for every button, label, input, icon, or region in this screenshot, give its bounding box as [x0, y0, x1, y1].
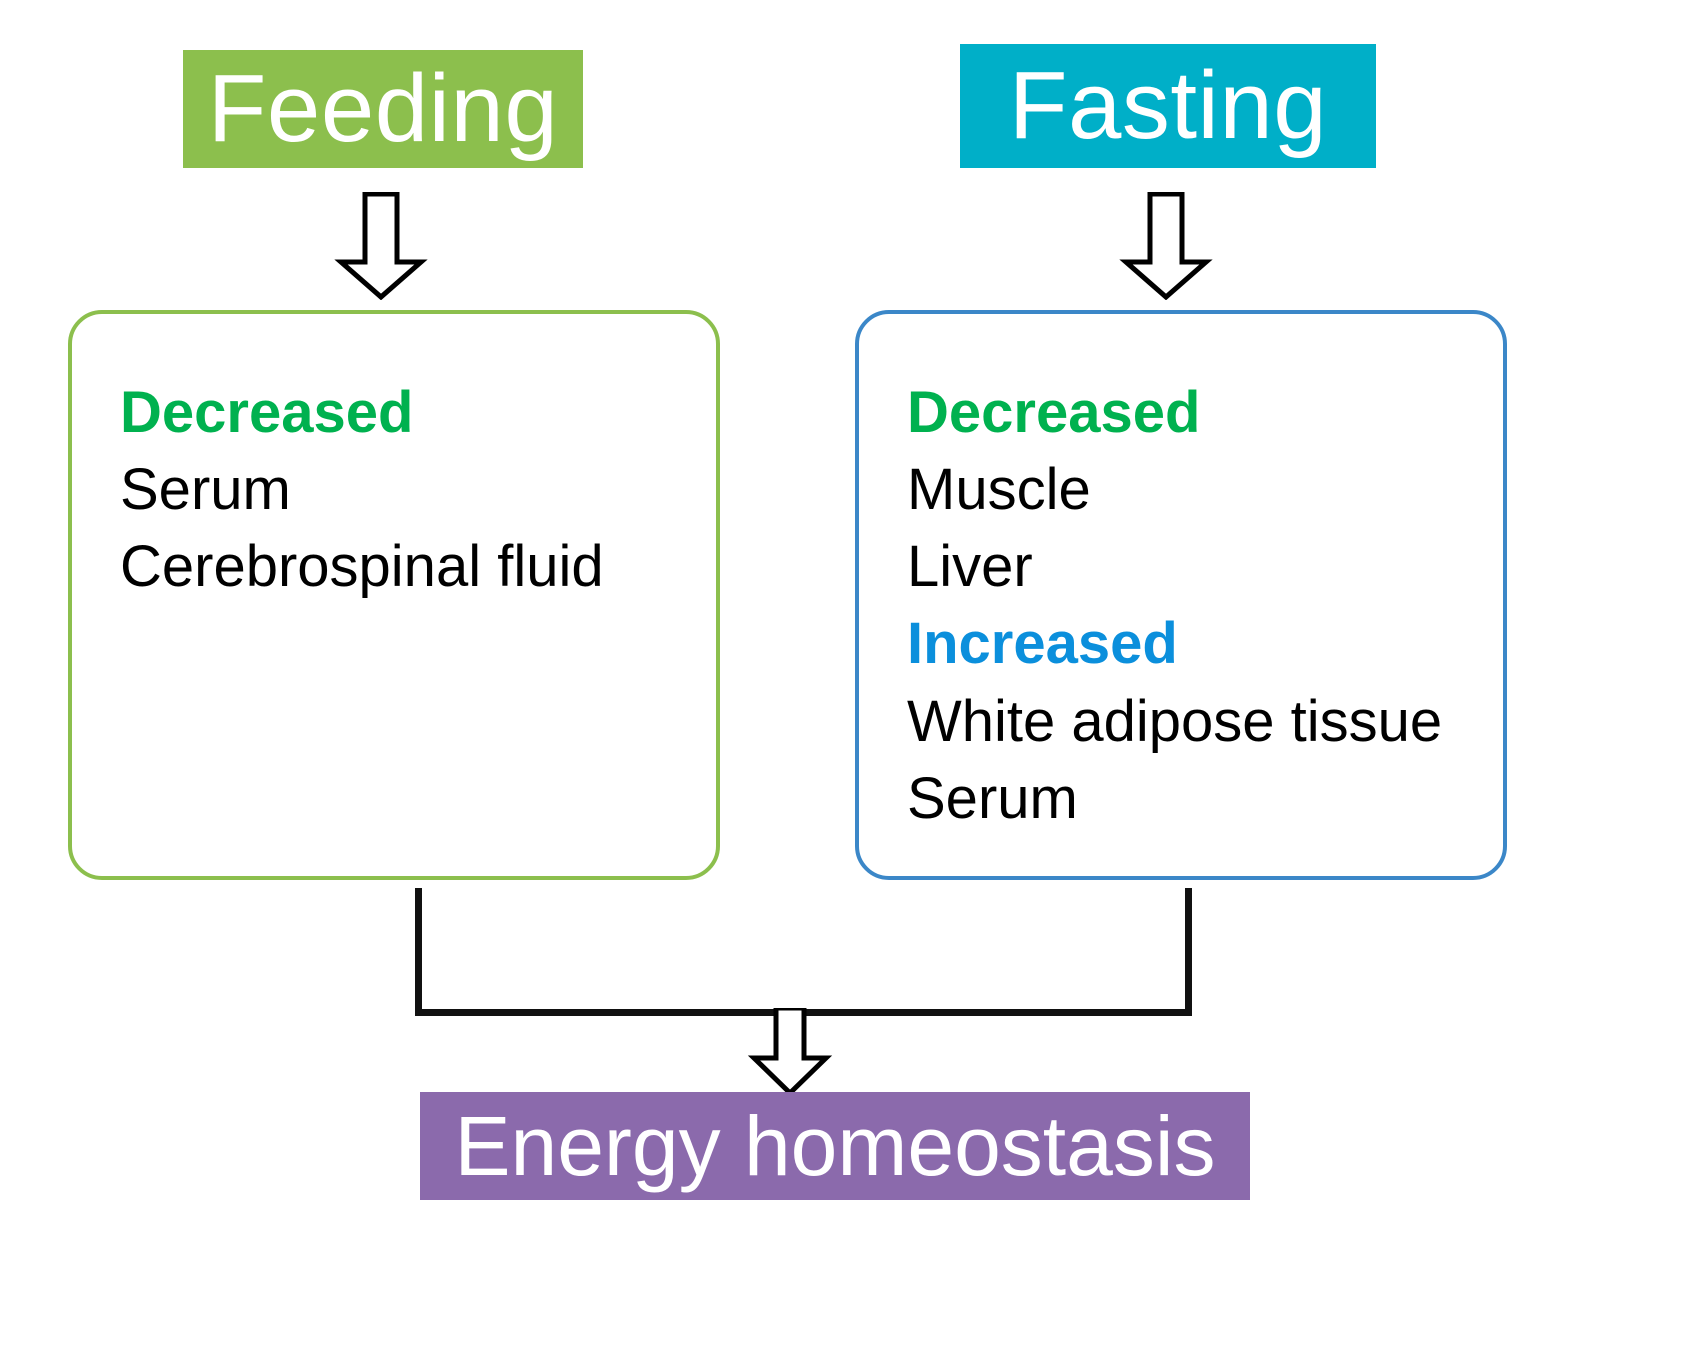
fasting-content-panel: Decreased Muscle Liver Increased White a…: [855, 310, 1507, 880]
feeding-panel-body: Decreased Serum Cerebrospinal fluid: [120, 374, 704, 605]
down-arrow-icon-outcome: [742, 1005, 838, 1097]
feeding-line-serum: Serum: [120, 457, 291, 523]
fasting-header-banner: Fasting: [960, 44, 1376, 168]
feeding-line-decreased: Decreased: [120, 380, 414, 445]
fasting-line-decreased: Decreased: [907, 380, 1201, 445]
fasting-line-serum: Serum: [907, 765, 1078, 831]
feeding-content-panel: Decreased Serum Cerebrospinal fluid: [68, 310, 720, 880]
down-arrow-icon-fasting: [1118, 191, 1214, 301]
fasting-line-muscle: Muscle: [907, 457, 1091, 523]
bracket-arm-left: [415, 888, 422, 1016]
down-arrow-icon-feeding: [333, 191, 429, 301]
fasting-line-increased: Increased: [907, 611, 1178, 677]
feeding-header-banner: Feeding: [183, 50, 583, 168]
fasting-panel-body: Decreased Muscle Liver Increased White a…: [907, 374, 1491, 837]
feeding-line-csf: Cerebrospinal fluid: [120, 534, 604, 600]
energy-homeostasis-banner: Energy homeostasis: [420, 1092, 1250, 1200]
fasting-line-white-adipose-tissue: White adipose tissue: [907, 688, 1443, 754]
fasting-line-liver: Liver: [907, 534, 1033, 600]
bracket-arm-right: [1185, 888, 1192, 1016]
